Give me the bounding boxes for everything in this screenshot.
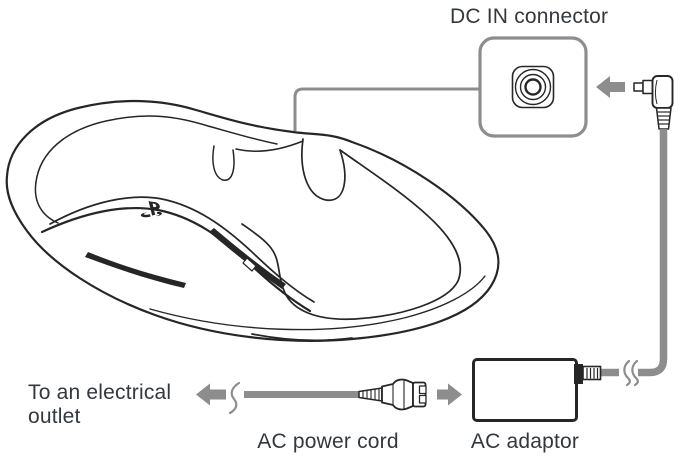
dock-outer-outline bbox=[5, 99, 500, 342]
dock-bowl-opening bbox=[241, 149, 462, 321]
dock-slot-notch-right bbox=[301, 138, 346, 201]
arrow-right-icon bbox=[437, 383, 462, 406]
dock-bottom-rim bbox=[149, 275, 486, 331]
dock-saddle-line bbox=[235, 140, 304, 152]
dc-plug-icon bbox=[633, 75, 674, 130]
adaptor-output-connector bbox=[582, 365, 602, 381]
dock-inner-rim bbox=[35, 115, 278, 183]
playstation-logo-icon bbox=[140, 201, 162, 218]
cable-break-icon bbox=[623, 359, 639, 387]
dock-front-slot bbox=[85, 252, 186, 288]
adaptor-output-stub bbox=[574, 364, 583, 384]
ac-plug-icon bbox=[358, 378, 427, 411]
dc-jack-icon bbox=[511, 65, 555, 109]
dock-ridge-top bbox=[49, 196, 315, 303]
dock-inner-rim-left bbox=[34, 181, 59, 224]
arrow-left-icon bbox=[596, 76, 625, 98]
ac-power-cord-group bbox=[196, 378, 427, 415]
dc-in-connector-label: DC IN connector bbox=[450, 5, 609, 28]
dc-in-connector-box bbox=[478, 36, 588, 138]
dock-ridge-front bbox=[40, 206, 312, 313]
charging-station-illustration bbox=[5, 99, 500, 342]
cord-break-icon bbox=[228, 381, 241, 415]
dock-slot-notch-left bbox=[212, 145, 235, 181]
dc-cable bbox=[601, 129, 668, 377]
electrical-outlet-label: To an electrical outlet bbox=[28, 381, 172, 428]
ac-power-cord-label: AC power cord bbox=[257, 430, 399, 453]
callout-line bbox=[293, 87, 480, 131]
ac-adaptor-box bbox=[472, 358, 602, 422]
ac-adaptor-label: AC adaptor bbox=[470, 430, 580, 453]
dock-connector-tab bbox=[242, 257, 257, 272]
dock-base-line bbox=[251, 333, 353, 342]
arrow-outlet-icon bbox=[196, 383, 226, 406]
